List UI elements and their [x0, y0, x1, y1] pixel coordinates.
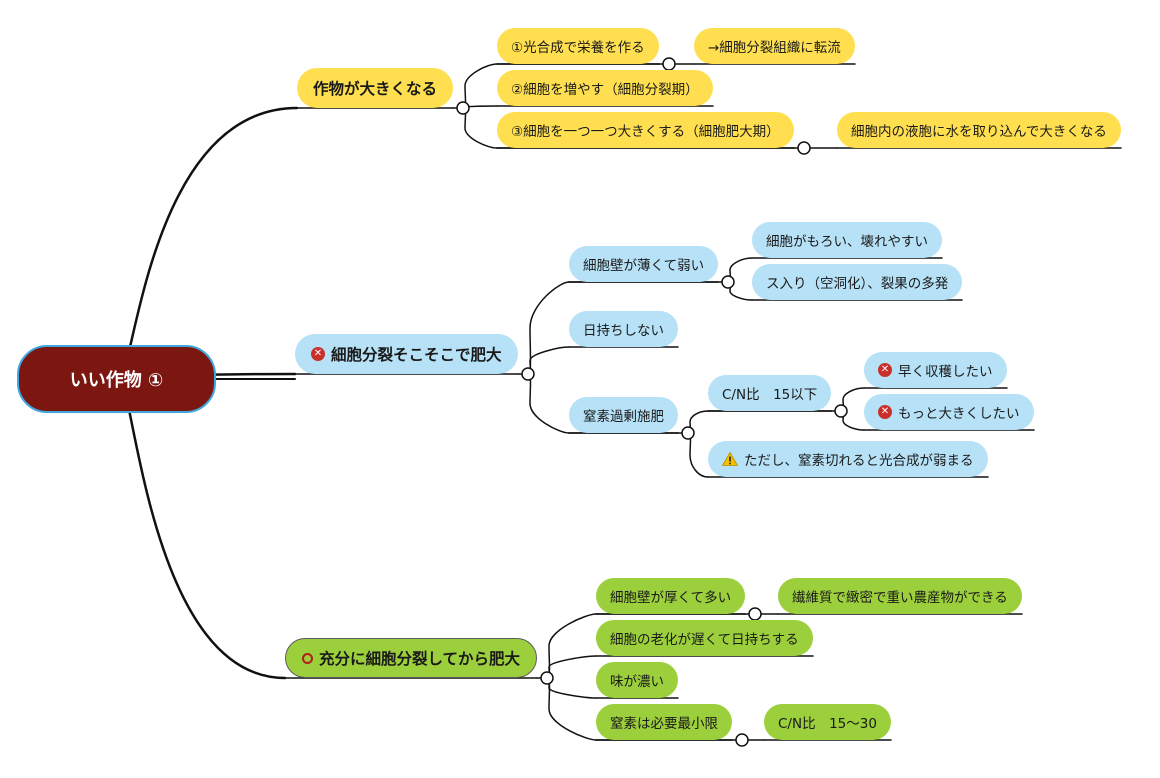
moderate-branch	[527, 281, 570, 375]
full-wall-note-label: 繊維質で緻密で重い農産物ができる	[792, 590, 1008, 606]
moderate-wall-node[interactable]: 細胞壁が薄くて弱い	[569, 246, 719, 282]
full-taste-label: 味が濃い	[610, 674, 664, 690]
full-wall-node[interactable]: 細胞壁が厚くて多い	[596, 578, 746, 614]
large-item3-toggle-handle[interactable]	[797, 141, 811, 155]
moderate-wall-toggle-handle[interactable]	[721, 275, 735, 289]
moderate-warning-node[interactable]: ただし、窒素切れると光合成が弱まる	[708, 441, 988, 477]
full-branch	[546, 677, 597, 699]
full-aging-node[interactable]: 細胞の老化が遅くて日持ちする	[596, 620, 813, 656]
moderate-branch	[527, 346, 570, 375]
large-item1-note-node[interactable]: →細胞分裂組織に転流	[694, 28, 855, 64]
branch-moderate-label: 細胞分裂そこそこで肥大	[331, 346, 502, 364]
moderate-toggle-handle[interactable]	[521, 367, 535, 381]
full-branch	[546, 655, 597, 679]
large-item3-label: ③細胞を一つ一つ大きくする（細胞肥大期）	[511, 124, 780, 140]
large-branch	[462, 107, 498, 149]
large-item1-toggle-handle[interactable]	[662, 57, 676, 71]
full-branch	[546, 677, 597, 741]
circle-icon	[302, 652, 313, 664]
moderate-nitrogen-node[interactable]: 窒素過剰施肥	[569, 397, 678, 433]
large-item1-note-label: →細胞分裂組織に転流	[708, 40, 841, 56]
full-cn-node[interactable]: C/N比 15〜30	[764, 704, 891, 740]
root-to-large-curve	[119, 106, 299, 381]
moderate-wall-note2-node[interactable]: ス入り（空洞化）、裂果の多発	[752, 264, 963, 300]
large-item3-note-label: 細胞内の液胞に水を取り込んで大きくなる	[851, 124, 1107, 140]
full-taste-node[interactable]: 味が濃い	[596, 662, 678, 698]
moderate-wall-note1-node[interactable]: 細胞がもろい、壊れやすい	[752, 222, 942, 258]
cross-circle-icon: ✕	[878, 405, 892, 419]
large-item3-note-node[interactable]: 細胞内の液胞に水を取り込んで大きくなる	[837, 112, 1121, 148]
large-branch	[462, 63, 498, 109]
moderate-shelf-label: 日持ちしない	[583, 323, 664, 339]
full-aging-label: 細胞の老化が遅くて日持ちする	[610, 632, 799, 648]
moderate-nitrogen-branch	[687, 432, 709, 478]
full-cn-label: C/N比 15〜30	[778, 716, 877, 732]
full-nitrogen-node[interactable]: 窒素は必要最小限	[596, 704, 732, 740]
large-item1-label: ①光合成で栄養を作る	[511, 40, 645, 56]
large-item1-node[interactable]: ①光合成で栄養を作る	[497, 28, 659, 64]
moderate-cn-note1-node[interactable]: ✕ 早く収穫したい	[864, 352, 1007, 388]
warning-icon	[722, 452, 738, 466]
full-nitrogen-label: 窒素は必要最小限	[610, 716, 718, 732]
root-label: いい作物 ①	[69, 370, 164, 391]
branch-large-label: 作物が大きくなる	[313, 80, 438, 98]
moderate-wall-note2-label: ス入り（空洞化）、裂果の多発	[766, 276, 949, 292]
moderate-cn-note2-label: もっと大きくしたい	[898, 406, 1020, 422]
moderate-cn-note2-node[interactable]: ✕ もっと大きくしたい	[864, 394, 1034, 430]
branch-moderate-node[interactable]: ✕ 細胞分裂そこそこで肥大	[295, 334, 518, 374]
cross-circle-icon: ✕	[311, 347, 325, 361]
full-toggle-handle[interactable]	[540, 671, 554, 685]
large-item2-node[interactable]: ②細胞を増やす（細胞分裂期）	[497, 70, 713, 106]
moderate-shelf-node[interactable]: 日持ちしない	[569, 311, 678, 347]
large-item3-node[interactable]: ③細胞を一つ一つ大きくする（細胞肥大期）	[497, 112, 794, 148]
moderate-cn-label: C/N比 15以下	[722, 387, 818, 403]
branch-full-label: 充分に細胞分裂してから肥大	[319, 650, 521, 668]
branch-full-node[interactable]: 充分に細胞分裂してから肥大	[285, 638, 538, 678]
moderate-wall-label: 細胞壁が薄くて弱い	[583, 258, 705, 274]
moderate-cn-node[interactable]: C/N比 15以下	[708, 375, 832, 411]
full-wall-toggle-handle[interactable]	[748, 607, 762, 621]
moderate-wall-note1-label: 細胞がもろい、壊れやすい	[766, 234, 928, 250]
large-toggle-handle[interactable]	[456, 101, 470, 115]
moderate-branch	[527, 373, 570, 434]
root-node[interactable]: いい作物 ①	[17, 345, 216, 413]
moderate-warning-label: ただし、窒素切れると光合成が弱まる	[744, 453, 974, 469]
full-nitrogen-toggle-handle[interactable]	[735, 733, 749, 747]
branch-large-node[interactable]: 作物が大きくなる	[297, 68, 454, 108]
moderate-nitrogen-toggle-handle[interactable]	[681, 426, 695, 440]
large-item2-label: ②細胞を増やす（細胞分裂期）	[511, 82, 699, 98]
moderate-cn-toggle-handle[interactable]	[834, 404, 848, 418]
full-wall-label: 細胞壁が厚くて多い	[610, 590, 732, 606]
moderate-nitrogen-label: 窒素過剰施肥	[583, 409, 664, 425]
full-wall-note-node[interactable]: 繊維質で緻密で重い農産物ができる	[778, 578, 1022, 614]
full-branch	[546, 613, 597, 679]
cross-circle-icon: ✕	[878, 363, 892, 377]
moderate-cn-note1-label: 早く収穫したい	[898, 364, 993, 380]
root-to-full-curve	[119, 377, 287, 680]
